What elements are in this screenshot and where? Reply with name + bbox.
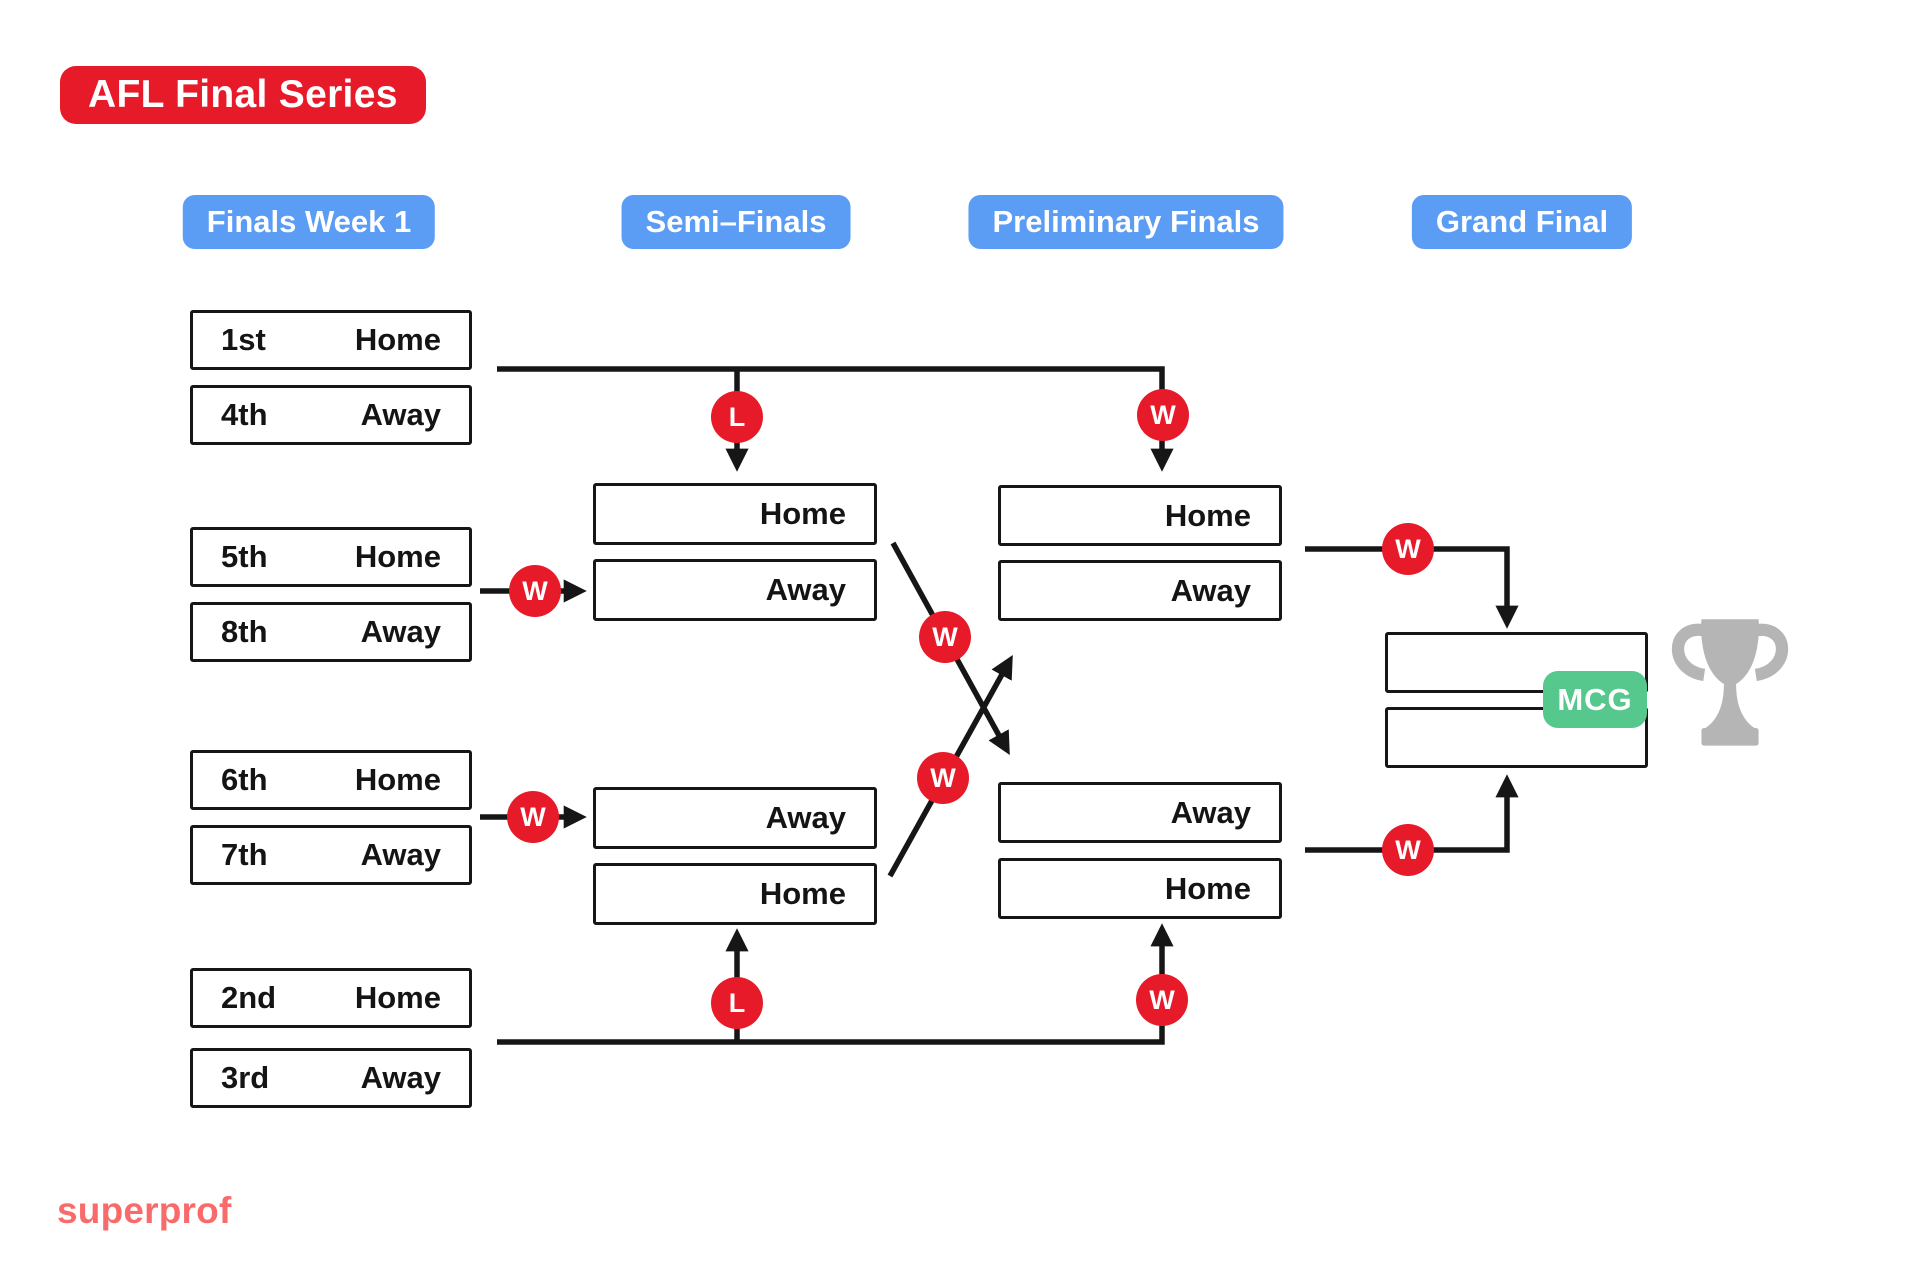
match-box-8th-away: 8th Away — [190, 602, 472, 662]
venue-label: Away — [765, 800, 846, 835]
outcome-badge-winner-to-prelim-bottom: W — [1136, 974, 1188, 1026]
venue-label: Away — [360, 614, 441, 649]
venue-label: Away — [765, 572, 846, 607]
mcg-venue-badge: MCG — [1543, 671, 1647, 728]
page-title: AFL Final Series — [60, 66, 426, 124]
outcome-badge-semi-top-winner: W — [919, 611, 971, 663]
connector-prelim-top-winner-to-grand-final — [1305, 546, 1519, 629]
venue-label: Away — [1170, 572, 1251, 608]
column-header-preliminary-finals: Preliminary Finals — [968, 195, 1284, 249]
match-box-1st-home: 1st Home — [190, 310, 472, 370]
column-header-finals-week-1: Finals Week 1 — [182, 195, 436, 249]
match-box-3rd-away: 3rd Away — [190, 1048, 472, 1108]
venue-label: Home — [759, 496, 846, 531]
semi-final-bottom-home-box: Home — [593, 863, 877, 925]
superprof-logo: superprof — [57, 1190, 232, 1231]
prelim-final-top-home-box: Home — [998, 485, 1282, 546]
semi-final-top-away-box: Away — [593, 559, 877, 621]
outcome-badge-semi-bottom-winner: W — [917, 752, 969, 804]
column-header-semi-finals: Semi–Finals — [621, 195, 851, 249]
seed-label: 2nd — [221, 980, 277, 1015]
semi-final-bottom-away-box: Away — [593, 787, 877, 849]
match-box-6th-home: 6th Home — [190, 750, 472, 810]
venue-label: Home — [354, 980, 441, 1015]
prelim-final-bottom-away-box: Away — [998, 782, 1282, 843]
venue-label: Home — [759, 876, 846, 911]
venue-label: Home — [1164, 497, 1251, 533]
trophy-icon — [1672, 619, 1788, 746]
prelim-final-top-away-box: Away — [998, 560, 1282, 621]
outcome-badge-winner-to-grand-final-top: W — [1382, 523, 1434, 575]
seed-label: 7th — [221, 837, 268, 872]
seed-label: 1st — [221, 322, 266, 357]
outcome-badge-loser-to-semi-top: L — [711, 391, 763, 443]
seed-label: 6th — [221, 762, 268, 797]
semi-final-top-home-box: Home — [593, 483, 877, 545]
column-header-grand-final: Grand Final — [1411, 195, 1633, 249]
seed-label: 4th — [221, 397, 268, 432]
connector-1st4th-to-prelim-top — [497, 366, 1174, 472]
venue-label: Home — [354, 539, 441, 574]
venue-label: Home — [354, 762, 441, 797]
match-box-7th-away: 7th Away — [190, 825, 472, 885]
seed-label: 3rd — [221, 1060, 270, 1095]
venue-label: Away — [1170, 794, 1251, 830]
match-box-5th-home: 5th Home — [190, 527, 472, 587]
outcome-badge-loser-to-semi-bottom: L — [711, 977, 763, 1029]
match-box-2nd-home: 2nd Home — [190, 968, 472, 1028]
seed-label: 8th — [221, 614, 268, 649]
venue-label: Home — [1164, 870, 1251, 906]
connector-2nd3rd-to-prelim-bottom — [497, 923, 1174, 1045]
prelim-final-bottom-home-box: Home — [998, 858, 1282, 919]
connector-prelim-bottom-winner-to-grand-final — [1305, 774, 1519, 853]
outcome-badge-winner-to-semi-bottom: W — [507, 791, 559, 843]
venue-label: Away — [360, 1060, 441, 1095]
venue-label: Away — [360, 397, 441, 432]
seed-label: 5th — [221, 539, 268, 574]
outcome-badge-winner-to-prelim-top: W — [1137, 389, 1189, 441]
venue-label: Home — [354, 322, 441, 357]
venue-label: Away — [360, 837, 441, 872]
outcome-badge-winner-to-grand-final-bottom: W — [1382, 824, 1434, 876]
match-box-4th-away: 4th Away — [190, 385, 472, 445]
outcome-badge-winner-to-semi-top: W — [509, 565, 561, 617]
